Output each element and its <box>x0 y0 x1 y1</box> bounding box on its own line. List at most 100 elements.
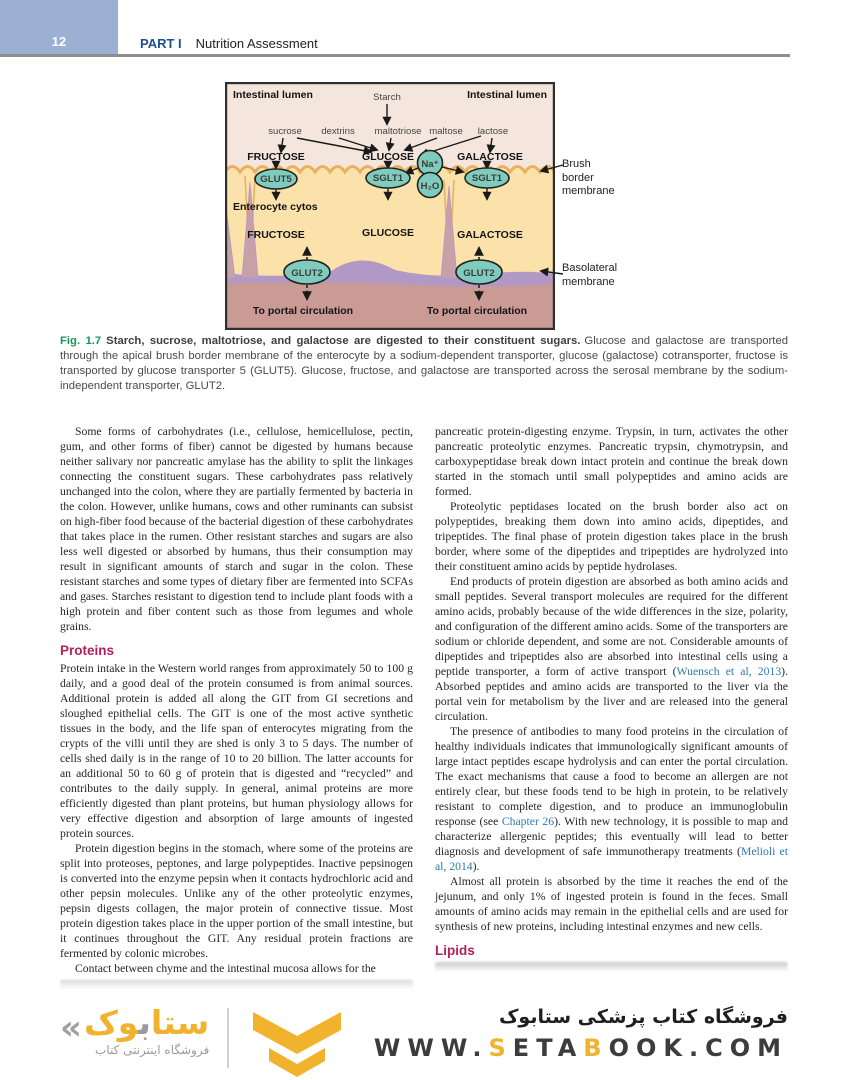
membrane-spike <box>241 181 259 279</box>
site-url-segment: S <box>488 1034 513 1062</box>
glut2-label: GLUT2 <box>463 268 494 279</box>
citation-link[interactable]: Chapter 26 <box>501 815 555 828</box>
section-heading: Proteins <box>60 643 115 658</box>
paragraph: pancreatic protein-digesting enzyme. Try… <box>435 424 788 499</box>
paragraph-text: Protein intake in the Western world rang… <box>60 662 413 840</box>
setabook-logo: « ستابوک فروشگاه اینترنتی کتاب <box>60 1003 349 1078</box>
galactose-cytosol-label: GALACTOSE <box>457 229 523 241</box>
part-label: PART I <box>140 36 182 51</box>
arrow-sucrose-fructose <box>277 137 287 154</box>
double-chevron-emblem-icon <box>252 1012 341 1077</box>
section-heading: Lipids <box>435 943 475 958</box>
maltose-label: maltose <box>429 126 463 137</box>
paragraph-text: ). Absorbed peptides and amino acids are… <box>435 665 788 723</box>
site-url-segment: OOK.COM <box>608 1034 788 1062</box>
paragraph-text: End products of protein digestion are ab… <box>435 575 788 678</box>
site-url-segment: ETA <box>512 1034 584 1062</box>
enterocyte-cytos-label: Enterocyte cytos <box>233 201 318 213</box>
fructose-label: FRUCTOSE <box>247 151 305 163</box>
glut2-transporter <box>283 259 331 285</box>
site-url-segment: B <box>583 1034 609 1062</box>
glut2-label: GLUT2 <box>291 268 322 279</box>
glucose-label: GLUCOSE <box>362 151 414 163</box>
paragraph-text: Some forms of carbohydrates (i.e., cellu… <box>60 425 413 633</box>
sglt1-label: SGLT1 <box>373 173 404 184</box>
citation-link[interactable]: Wuensch et al, 2013 <box>676 665 782 678</box>
lactose-label: lactose <box>478 126 508 137</box>
brush-border-pointer-arrow <box>539 164 564 174</box>
part-title: Nutrition Assessment <box>195 36 318 51</box>
paragraph-text: ). With new technology, it is possible t… <box>435 815 788 858</box>
galactose-label: GALACTOSE <box>457 151 523 163</box>
logo-wordmark-segment: ستا <box>150 1003 210 1042</box>
page-number: 12 <box>51 34 67 49</box>
na-label: Na⁺ <box>421 159 438 170</box>
fructose-cytosol-label: FRUCTOSE <box>247 229 305 241</box>
maltotriose-label: maltotriose <box>375 126 422 137</box>
paragraph-text: The presence of antibodies to many food … <box>435 725 788 828</box>
footer-fa-title: فروشگاه کتاب پزشکی ستابوک <box>498 1006 788 1028</box>
arrow-maltotriose-glucose <box>385 137 395 152</box>
figure-frame <box>224 81 556 331</box>
paragraph-text: Proteolytic peptidases located on the br… <box>435 500 788 573</box>
left-column: Some forms of carbohydrates (i.e., cellu… <box>60 424 413 1009</box>
sglt1-transporter <box>464 167 510 189</box>
basolateral-pointer-arrow <box>539 267 564 277</box>
paragraph-text: Almost all protein is absorbed by the ti… <box>435 875 788 933</box>
running-head: PART I Nutrition Assessment <box>140 36 318 51</box>
h2o-label: H₂O <box>421 181 440 192</box>
site-url-segment: WWW. <box>373 1034 489 1062</box>
paragraph: Protein digestion begins in the stomach,… <box>60 841 413 961</box>
logo-text-block: ستابوک فروشگاه اینترنتی کتاب <box>84 1003 210 1057</box>
arrow-dextrins-glucose <box>338 137 379 153</box>
sglt1-transporter <box>365 167 411 189</box>
logo-tagline: فروشگاه اینترنتی کتاب <box>94 1042 210 1057</box>
page-number-band: 12 <box>0 0 118 56</box>
article-body: Some forms of carbohydrates (i.e., cellu… <box>60 424 788 1009</box>
paragraph: Some forms of carbohydrates (i.e., cellu… <box>60 424 413 634</box>
portal-circulation-label: To portal circulation <box>253 305 353 317</box>
paragraph: Proteolytic peptidases located on the br… <box>435 499 788 574</box>
faded-text-line <box>435 962 788 972</box>
arrow-sucrose-glucose <box>296 137 373 156</box>
logo-chevron-icon: « <box>60 1008 82 1048</box>
logo-divider <box>227 1008 229 1068</box>
paragraph-text: Contact between chyme and the intestinal… <box>75 962 376 975</box>
paragraph-text: pancreatic protein-digesting enzyme. Try… <box>435 425 788 498</box>
portal-circulation-label: To portal circulation <box>427 305 527 317</box>
figure-caption: Fig. 1.7 Starch, sucrose, maltotriose, an… <box>60 334 788 394</box>
figure-1-7-diagram: Intestinal lumen Intestinal lumen Starch… <box>223 81 557 331</box>
paragraph: The presence of antibodies to many food … <box>435 724 788 874</box>
intestinal-lumen-label: Intestinal lumen <box>233 89 313 101</box>
arrow-na-left <box>404 166 419 175</box>
glut2-transporter <box>455 259 503 285</box>
sglt1-label: SGLT1 <box>472 173 503 184</box>
site-url: WWW.SETABOOK.COM <box>374 1034 788 1062</box>
faded-text-line <box>60 980 413 990</box>
citation-link[interactable]: Melioli et al, 2014 <box>435 845 788 873</box>
brush-border-annotation: Brush border membrane <box>562 158 615 197</box>
footer-right-block: فروشگاه کتاب پزشکی ستابوک WWW.SETABOOK.C… <box>374 1006 788 1062</box>
basolateral-annotation: Basolateral membrane <box>562 262 618 288</box>
arrow-lactose-galactose <box>486 137 496 154</box>
footer-watermark: « ستابوک فروشگاه اینترنتی کتاب فروشگاه ک… <box>0 1002 844 1080</box>
intestinal-lumen-label: Intestinal lumen <box>467 89 547 101</box>
figure-caption-title: Starch, sucrose, maltotriose, and galact… <box>106 335 581 347</box>
paragraph: Almost all protein is absorbed by the ti… <box>435 874 788 934</box>
membrane-spike <box>440 185 458 279</box>
paragraph: Protein intake in the Western world rang… <box>60 661 413 841</box>
logo-wordmark: ستابوک <box>84 1003 210 1042</box>
logo-wordmark-segment: ب <box>138 1003 151 1042</box>
sucrose-label: sucrose <box>268 126 302 137</box>
figure-caption-body: Glucose and galactose are transported th… <box>60 335 789 392</box>
starch-label: Starch <box>373 92 401 103</box>
figure-caption-tag: Fig. 1.7 <box>60 335 102 347</box>
paragraph-text: Protein digestion begins in the stomach,… <box>60 842 413 960</box>
water-molecule <box>416 171 444 199</box>
digestion-diagram-svg: Intestinal lumen Intestinal lumen Starch… <box>223 81 557 331</box>
glut5-transporter <box>254 168 298 190</box>
paragraph: End products of protein digestion are ab… <box>435 574 788 724</box>
arrow-maltose-glucose <box>403 137 438 152</box>
paragraph-text: ). <box>472 860 480 873</box>
